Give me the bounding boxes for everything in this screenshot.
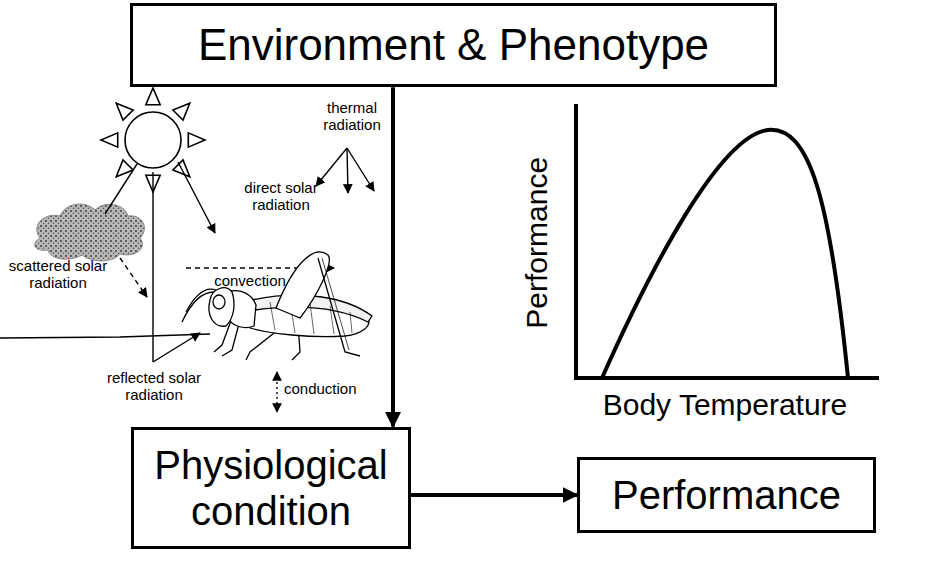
process-label: scattered solar radiation: [2, 258, 114, 292]
axis-label: Body Temperature: [555, 388, 895, 422]
box-label: Physiological condition: [146, 442, 396, 534]
sun-ray: [173, 103, 190, 120]
text-box: Physiological condition: [131, 427, 411, 549]
process-label: thermal radiation: [312, 100, 392, 134]
process-label: conduction: [284, 381, 384, 398]
grasshopper: [182, 252, 372, 360]
process-label: direct solar radiation: [222, 180, 340, 214]
axis-label: Performance: [520, 113, 554, 373]
process-label: reflected solar radiation: [98, 370, 210, 404]
process-label: convection: [200, 273, 300, 290]
flow-arrow: [391, 87, 395, 426]
box-label: Performance: [612, 472, 841, 518]
sun-ray: [116, 103, 133, 120]
ground-line: [0, 334, 210, 338]
performance-curve-chart: [574, 104, 879, 380]
sun-ray: [188, 133, 205, 147]
sun-ray: [146, 88, 160, 105]
cloud: [35, 204, 145, 261]
text-box: Performance: [577, 457, 876, 533]
sun-ray: [101, 133, 118, 147]
box-label: Environment & Phenotype: [198, 20, 709, 71]
flow-arrow: [411, 493, 577, 497]
text-box: Environment & Phenotype: [130, 3, 777, 88]
